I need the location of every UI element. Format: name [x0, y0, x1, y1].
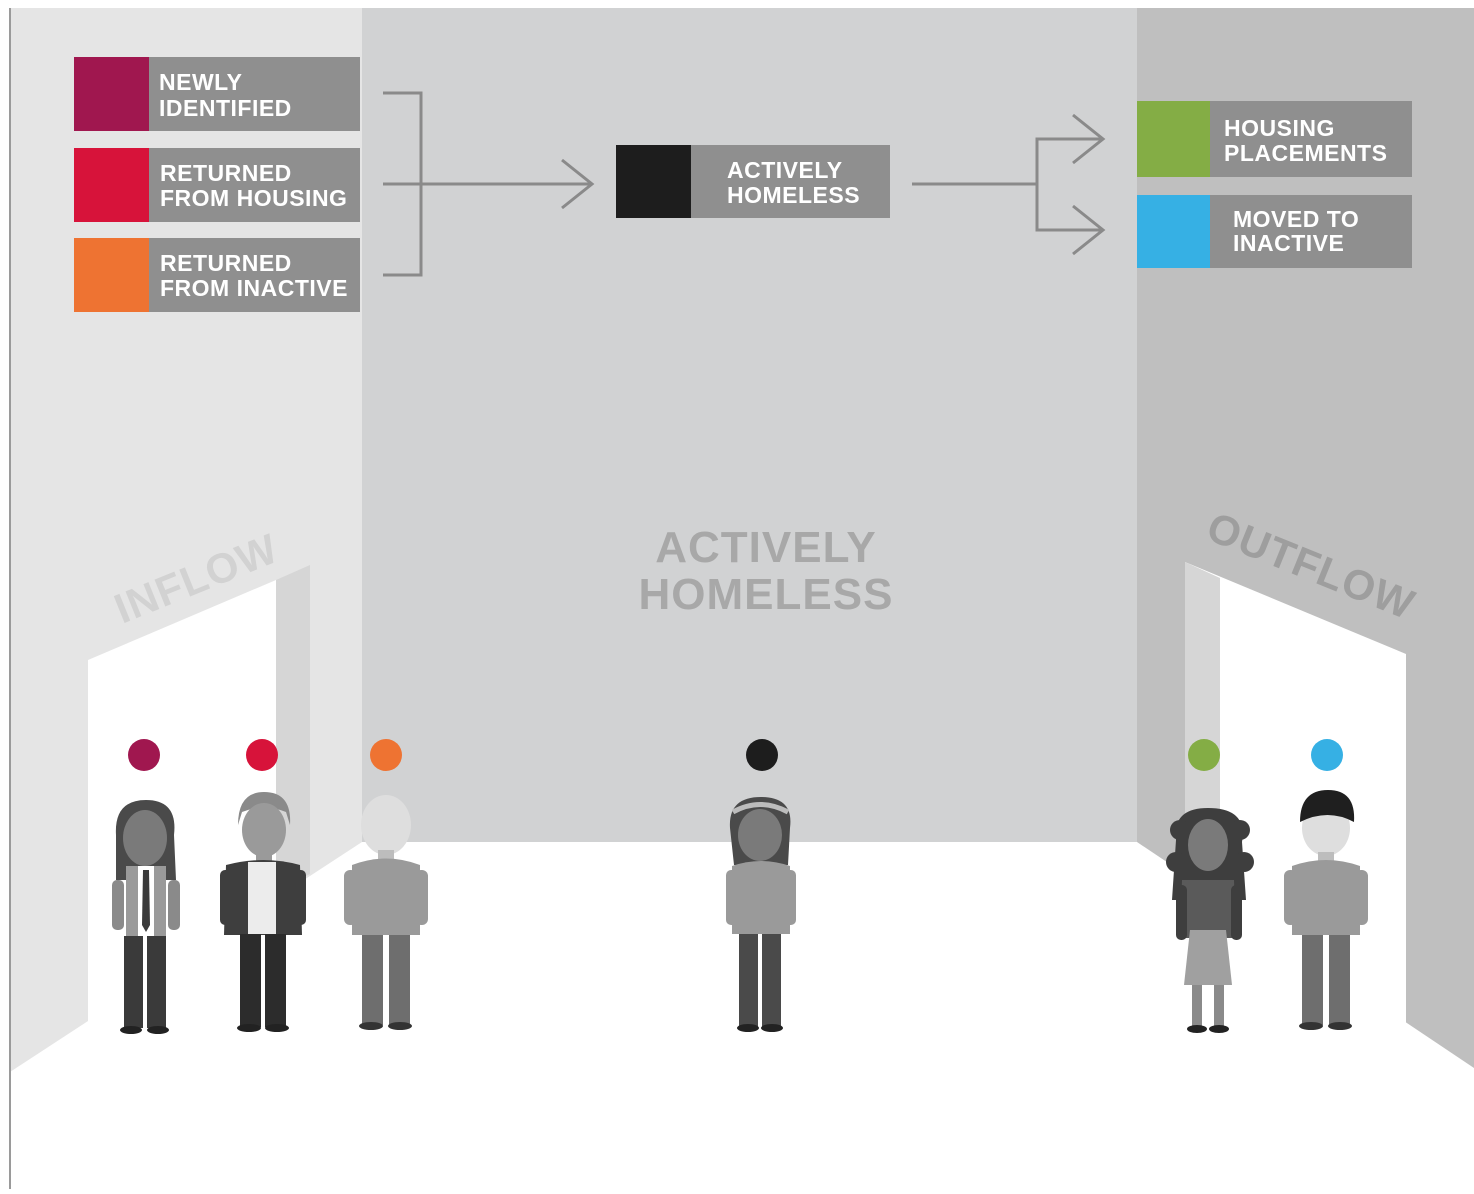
newly-identified-dot [128, 739, 160, 771]
back-wall [362, 8, 1137, 842]
legend-returned-from-housing: RETURNED FROM HOUSING [74, 148, 360, 222]
actively-homeless-line1: ACTIVELY [727, 157, 843, 183]
housing-placements-line1: HOUSING [1224, 115, 1335, 141]
person-newly-identified [112, 800, 180, 1034]
person-housing-placements [1166, 808, 1254, 1033]
legend-actively-homeless: ACTIVELY HOMELESS [616, 145, 890, 218]
returned-from-housing-dot [246, 739, 278, 771]
returned-from-inactive-line1: RETURNED [160, 250, 292, 276]
moved-to-inactive-dot [1311, 739, 1343, 771]
actively-homeless-dot [746, 739, 778, 771]
returned-from-inactive-label-box [149, 238, 360, 312]
person-moved-to-inactive [1284, 790, 1368, 1030]
actively-homeless-label-box [691, 145, 890, 218]
housing-placements-line2: PLACEMENTS [1224, 140, 1387, 166]
housing-placements-label-box [1210, 101, 1412, 177]
moved-to-inactive-swatch [1137, 195, 1210, 268]
person-returned-from-inactive [344, 795, 428, 1030]
moved-to-inactive-line2: INACTIVE [1233, 230, 1344, 256]
newly-identified-swatch [74, 57, 149, 131]
returned-from-housing-line2: FROM HOUSING [160, 185, 347, 211]
returned-from-inactive-swatch [74, 238, 149, 312]
newly-identified-line2: IDENTIFIED [159, 95, 292, 121]
person-returned-from-housing [220, 792, 306, 1032]
moved-to-inactive-line1: MOVED TO [1233, 206, 1359, 232]
housing-placements-swatch [1137, 101, 1210, 177]
moved-to-inactive-label-box [1210, 195, 1412, 268]
legend-moved-to-inactive: MOVED TO INACTIVE [1137, 195, 1412, 268]
returned-from-inactive-dot [370, 739, 402, 771]
outflow-arrow [912, 113, 1105, 256]
person-actively-homeless [726, 797, 796, 1032]
actively-homeless-line2: HOMELESS [727, 182, 860, 208]
returned-from-housing-line1: RETURNED [160, 160, 292, 186]
outflow-arrow-fork [1035, 137, 1103, 232]
outflow-door-panel [1185, 562, 1220, 860]
newly-identified-line1: NEWLY [159, 69, 242, 95]
actively-homeless-swatch [616, 145, 691, 218]
actively-homeless-wall-line1: ACTIVELY [655, 523, 877, 572]
returned-from-housing-label-box [149, 148, 360, 222]
housing-placements-dot [1188, 739, 1220, 771]
returned-from-housing-swatch [74, 148, 149, 222]
legend-returned-from-inactive: RETURNED FROM INACTIVE [74, 238, 360, 312]
newly-identified-label-box [149, 57, 360, 131]
legend-housing-placements: HOUSING PLACEMENTS [1137, 101, 1412, 177]
returned-from-inactive-line2: FROM INACTIVE [160, 275, 348, 301]
legend-newly-identified: NEWLY IDENTIFIED [74, 57, 360, 131]
actively-homeless-wall-line2: HOMELESS [639, 570, 894, 619]
inflow-arrow [383, 91, 594, 277]
